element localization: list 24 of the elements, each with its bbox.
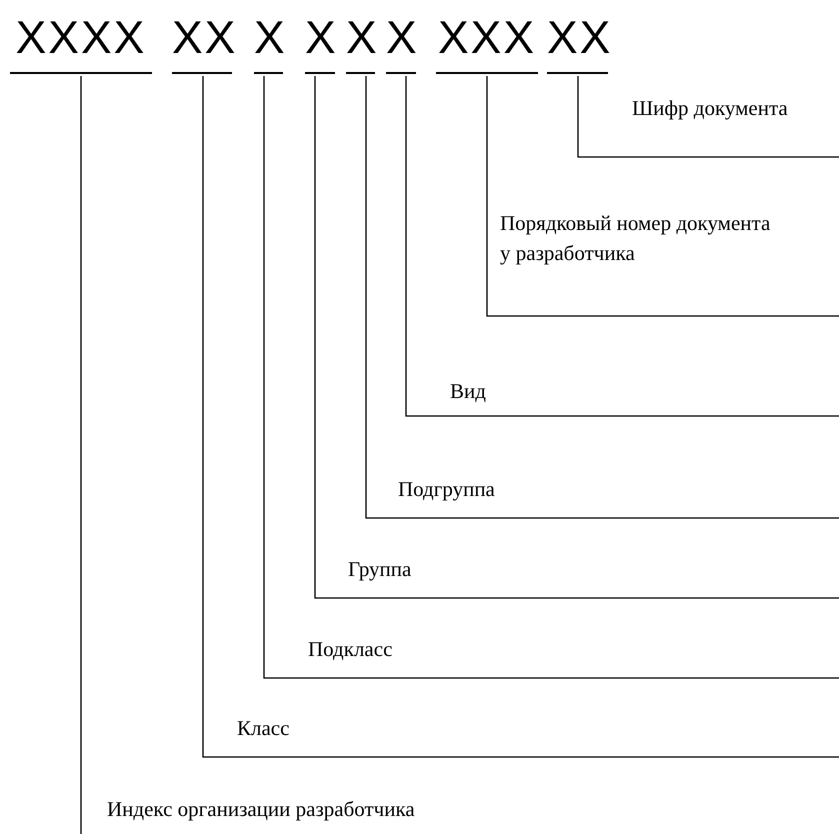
code-field: X (386, 14, 416, 74)
leader-line (80, 76, 82, 834)
leader-line (263, 76, 308, 679)
code-field: XXXX (10, 14, 152, 74)
label-text: Класс (237, 713, 487, 756)
code-field: XX (547, 14, 608, 74)
code-field: XX (172, 14, 232, 74)
code-field: X (254, 14, 283, 74)
leader-line (314, 76, 348, 599)
code-field: XXX (436, 14, 538, 74)
leader-line (577, 76, 632, 158)
code-field: X (305, 14, 335, 74)
code-field: X (346, 14, 375, 74)
label-text: Вид (450, 376, 650, 415)
label-text: Порядковый номер документа у разработчика (500, 208, 775, 315)
leader-line (486, 76, 500, 317)
label-text: Группа (348, 554, 598, 597)
label-text: Подгруппа (398, 474, 648, 517)
label-text: Шифр документа (632, 93, 832, 156)
leader-line (202, 76, 237, 758)
label-text: Подкласс (308, 634, 558, 677)
leader-line (405, 76, 450, 417)
label-text: Индекс организации разработчика (82, 794, 507, 833)
leader-line (365, 76, 398, 519)
